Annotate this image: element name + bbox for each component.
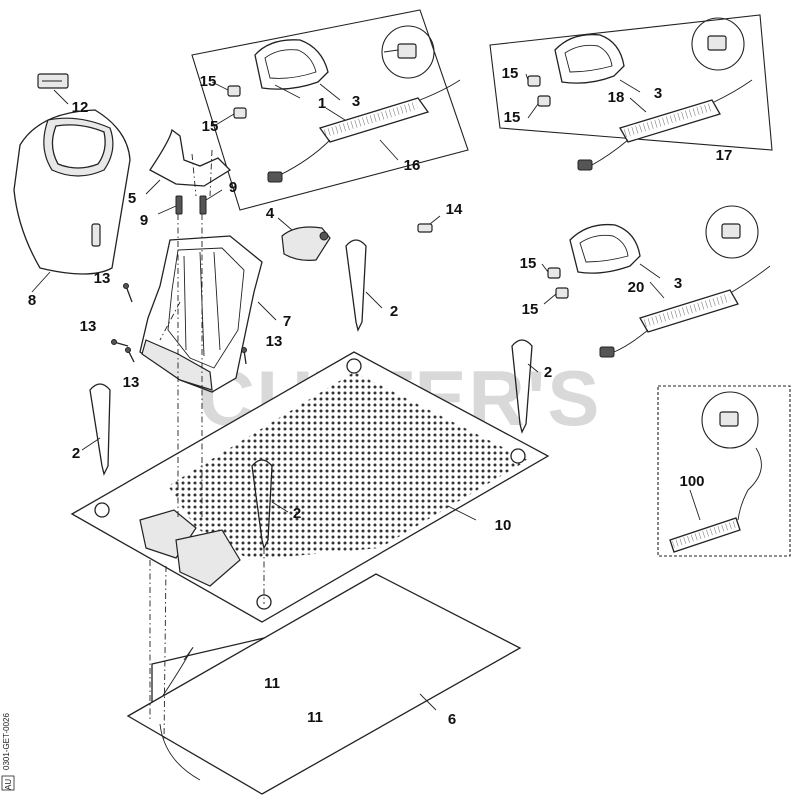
callout-c15e: 15 [520,255,537,272]
callout-c6: 6 [448,711,456,728]
ground-sheet-part-6 [126,573,522,795]
callout-c13b: 13 [80,318,97,335]
assembly-guide-lines [149,149,265,741]
callout-c9b: 9 [229,179,237,196]
document-tag: AU [4,779,13,790]
callout-c11a: 11 [264,675,280,692]
document-code: 0301-GET-0026 [2,713,11,770]
badge-part-12 [37,73,69,105]
callout-c17: 17 [716,147,733,164]
callout-c13d: 13 [266,333,283,350]
callout-c11b: 11 [307,709,323,726]
connector-part-4 [277,217,331,261]
callout-c4: 4 [266,205,275,222]
callout-c14: 14 [446,201,463,218]
callout-c2c: 2 [72,445,80,462]
callout-c3a: 3 [352,93,360,110]
contact-springs-part-9 [157,189,223,215]
small-part-14 [417,215,441,233]
power-kit-box-right [489,14,773,171]
callout-c18: 18 [608,89,625,106]
screws-part-13 [111,283,247,365]
callout-c15d: 15 [504,109,521,126]
callout-c10: 10 [495,517,512,534]
callout-c15b: 15 [202,118,219,135]
callout-c1: 1 [318,95,326,112]
bracket-part-5 [145,128,232,195]
callout-c12: 12 [72,99,89,116]
stakes-part-2 [81,239,539,550]
callout-c15f: 15 [522,301,539,318]
callout-c5: 5 [128,190,136,207]
callout-c15a: 15 [200,73,217,90]
callout-c15c: 15 [502,65,519,82]
charging-housing-part-7 [139,235,277,393]
callout-c9a: 9 [140,212,148,229]
callout-c13c: 13 [123,374,140,391]
callout-c3c: 3 [674,275,682,292]
callout-c2d: 2 [293,505,301,522]
callout-c16: 16 [404,157,421,174]
callout-c20: 20 [628,279,645,296]
power-kit-standalone [541,205,771,358]
callout-c3b: 3 [654,85,662,102]
document-tag-box [1,775,15,791]
power-supply-box-100 [657,385,791,557]
hood-part-8 [13,109,131,293]
callout-c7: 7 [283,313,291,330]
callout-c2b: 2 [544,364,552,381]
callout-c100: 100 [679,473,704,490]
callout-c2a: 2 [390,303,398,320]
callout-c8: 8 [28,292,36,309]
callout-c13a: 13 [94,270,111,287]
power-kit-box-left [191,9,469,211]
